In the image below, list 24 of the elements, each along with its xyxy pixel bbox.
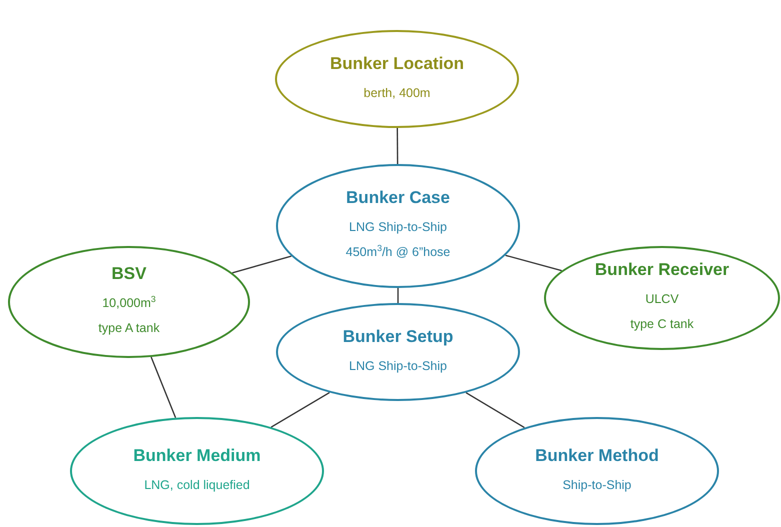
node-detail: ULCV <box>645 291 679 308</box>
connector-line <box>232 256 292 274</box>
connector-line <box>466 392 525 428</box>
connector-line <box>150 356 176 418</box>
node-detail: type A tank <box>98 320 160 337</box>
node-title: Bunker Location <box>330 52 464 74</box>
node-title: BSV <box>112 263 146 285</box>
node-title: Bunker Medium <box>133 444 261 466</box>
node-detail: LNG, cold liquefied <box>144 476 250 494</box>
node-title: Bunker Setup <box>342 326 454 348</box>
node-title: Bunker Method <box>535 444 659 466</box>
node-detail: LNG Ship-to-Ship <box>349 358 447 375</box>
node-detail: type C tank <box>630 316 694 333</box>
node-detail: 10,000m$^{3}$ <box>102 292 156 312</box>
node-title: Bunker Case <box>346 187 450 209</box>
connector-line <box>505 254 562 272</box>
node-detail: 450m$^{3}$/h @ 6”hose <box>346 242 450 261</box>
connector-line <box>270 392 330 428</box>
node-detail: Ship-to-Ship <box>562 476 632 494</box>
node-title: Bunker Receiver <box>594 259 730 281</box>
node-detail: berth, 400m <box>364 84 430 102</box>
connector-line <box>396 128 398 164</box>
node-detail: LNG Ship-to-Ship <box>349 219 447 236</box>
connector-line <box>397 288 399 303</box>
